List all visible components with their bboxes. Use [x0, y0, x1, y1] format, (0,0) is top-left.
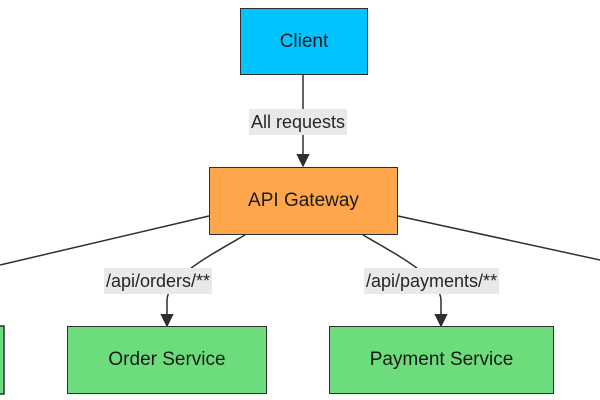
client-node: Client [240, 8, 368, 75]
edge-label-payments-route: /api/payments/** [364, 268, 500, 294]
edge-gateway-to-right-service [397, 215, 600, 261]
api-gateway-node: API Gateway [209, 167, 398, 235]
order-service-node: Order Service [67, 326, 267, 394]
api-gateway-node-label: API Gateway [248, 190, 359, 211]
client-node-label: Client [279, 30, 329, 52]
order-service-node-label: Order Service [108, 349, 226, 370]
edge-gateway-to-left-service [0, 215, 210, 266]
partial-service-node-left [0, 325, 5, 395]
payment-service-node: Payment Service [329, 326, 554, 394]
payment-service-node-label: Payment Service [369, 349, 514, 370]
edge-label-orders-route: /api/orders/** [104, 268, 213, 294]
edge-label-all-requests: All requests [249, 109, 348, 135]
